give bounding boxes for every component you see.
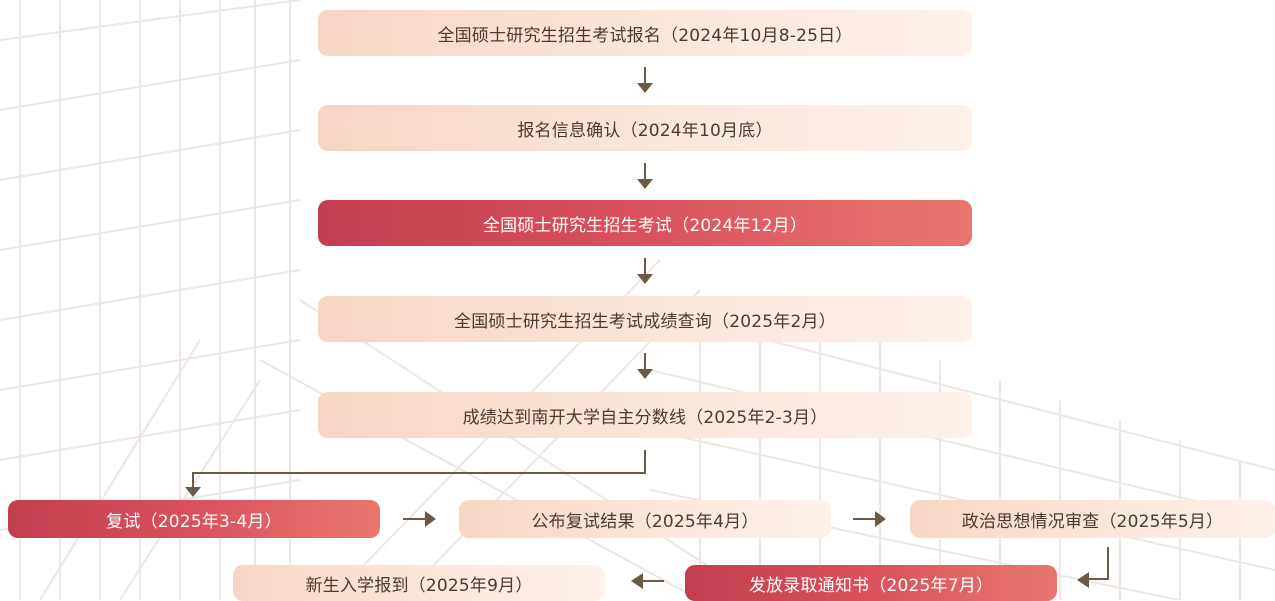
arrow-head-3: [637, 274, 653, 284]
arrow-head-9: [631, 573, 643, 589]
step-political-review: 政治思想情况审查（2025年5月）: [910, 500, 1275, 538]
step-retest-results: 公布复试结果（2025年4月）: [459, 500, 831, 538]
step-retest-label: 复试（2025年3-4月）: [106, 511, 282, 532]
arrow-head-8: [1077, 572, 1089, 588]
step-registration: 全国硕士研究生招生考试报名（2024年10月8-25日）: [318, 10, 972, 56]
step-admission-notice: 发放录取通知书（2025年7月）: [685, 565, 1057, 601]
arrow-head-7: [875, 511, 886, 527]
step-exam: 全国硕士研究生招生考试（2024年12月）: [318, 200, 972, 246]
step-enrollment: 新生入学报到（2025年9月）: [233, 565, 605, 601]
arrow-head-6: [425, 511, 436, 527]
arrow-head-4: [637, 369, 653, 379]
step-retest-results-label: 公布复试结果（2025年4月）: [531, 511, 759, 532]
step-registration-confirm: 报名信息确认（2024年10月底）: [318, 105, 972, 151]
step-score-query-label: 全国硕士研究生招生考试成绩查询（2025年2月）: [454, 311, 836, 332]
step-score-query: 全国硕士研究生招生考试成绩查询（2025年2月）: [318, 296, 972, 342]
step-exam-label: 全国硕士研究生招生考试（2024年12月）: [482, 215, 808, 236]
step-enrollment-label: 新生入学报到（2025年9月）: [305, 575, 533, 596]
step-retest: 复试（2025年3-4月）: [8, 500, 380, 538]
step-registration-confirm-label: 报名信息确认（2024年10月底）: [517, 120, 773, 141]
arrow-head-2: [637, 179, 653, 189]
step-admission-notice-label: 发放录取通知书（2025年7月）: [748, 575, 994, 596]
arrow-head-1: [637, 83, 653, 93]
step-score-line-label: 成绩达到南开大学自主分数线（2025年2-3月）: [462, 407, 828, 428]
step-score-line: 成绩达到南开大学自主分数线（2025年2-3月）: [318, 392, 972, 438]
step-registration-label: 全国硕士研究生招生考试报名（2024年10月8-25日）: [437, 25, 853, 46]
arrow-head-5: [185, 487, 201, 497]
step-political-review-label: 政治思想情况审查（2025年5月）: [961, 511, 1224, 532]
